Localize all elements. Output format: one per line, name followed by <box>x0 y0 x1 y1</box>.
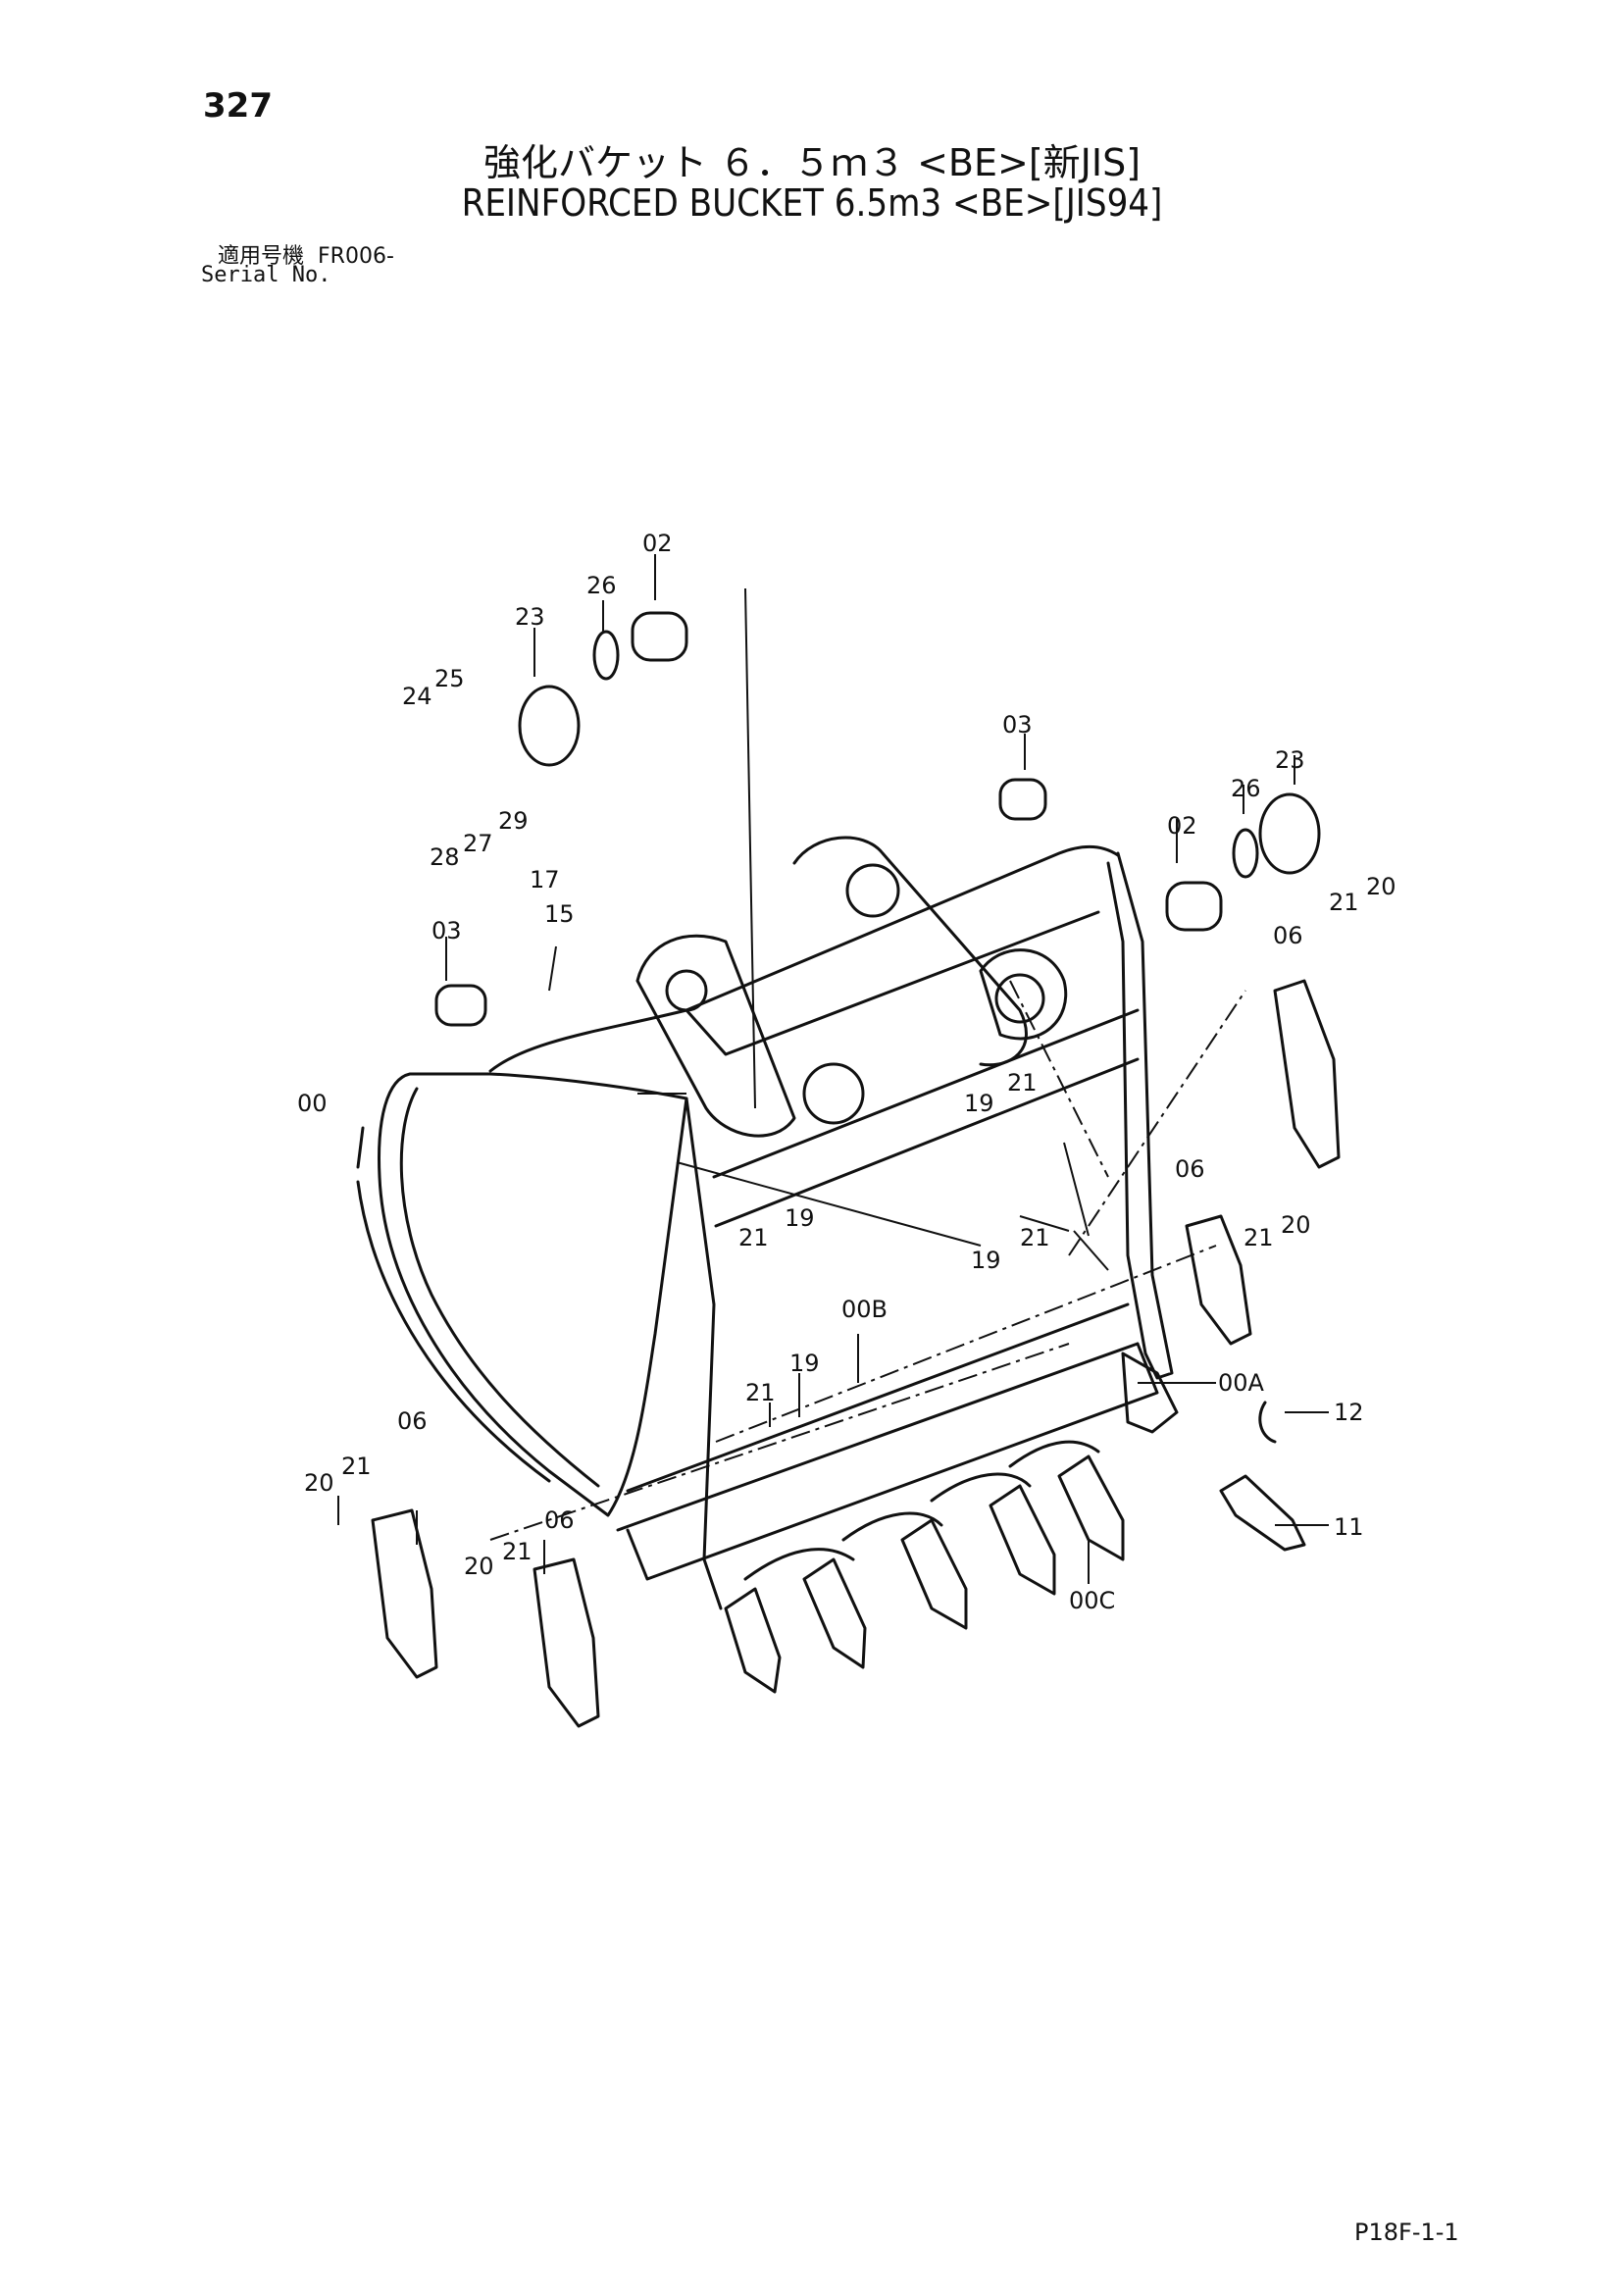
link-bracket-rear <box>792 836 1028 1067</box>
link-bore-front <box>802 1062 865 1125</box>
callout-21-lower: 21 <box>745 1379 776 1406</box>
serial-label-english: Serial No. <box>201 263 331 287</box>
callout-26-top: 26 <box>586 572 617 599</box>
callout-21-mid-right: 21 <box>1243 1224 1274 1251</box>
callout-06-lower-left: 06 <box>544 1506 575 1534</box>
callout-02-top: 02 <box>642 530 673 557</box>
callout-24: 24 <box>402 683 432 710</box>
callout-00A: 00A <box>1218 1369 1265 1397</box>
callout-19-mid: 19 <box>964 1090 994 1117</box>
side-shroud-left <box>371 1508 438 1679</box>
tooth-11 <box>1219 1474 1306 1552</box>
callout-27: 27 <box>463 830 493 857</box>
bushing-03-left <box>434 984 487 1027</box>
callout-21-left: 21 <box>738 1224 769 1251</box>
link-bore-right <box>994 973 1045 1024</box>
link-bracket-left <box>635 934 796 1138</box>
callout-06-mid-right: 06 <box>1175 1155 1205 1183</box>
serial-value: FR006- <box>318 244 394 269</box>
bucket-right-side-plate <box>1106 851 1174 1380</box>
bushing-02-left <box>631 611 688 662</box>
callout-21-upper-right: 21 <box>1329 889 1359 916</box>
link-bore-left <box>665 969 708 1012</box>
bucket-frame-left <box>712 1008 1140 1179</box>
callout-25: 25 <box>434 665 465 692</box>
bucket-front-body <box>685 1097 723 1610</box>
pin-12 <box>1258 1401 1277 1444</box>
bucket-floor-edge <box>626 1302 1130 1493</box>
callout-00C: 00C <box>1069 1587 1115 1614</box>
callout-20-left: 20 <box>304 1469 334 1497</box>
oring-26-left <box>592 630 620 681</box>
bucket-left-side-inner <box>399 1087 600 1488</box>
callout-02-right: 02 <box>1167 812 1197 840</box>
side-shroud-upper-right <box>1273 979 1341 1169</box>
side-cutter-00A <box>1121 1352 1179 1434</box>
callout-28: 28 <box>430 843 460 871</box>
bucket-floor-edge-2 <box>616 1342 1140 1532</box>
side-shroud-mid-right <box>1185 1214 1252 1346</box>
bucket-top-rim <box>488 844 1120 1073</box>
callout-03-upper: 03 <box>1002 711 1033 739</box>
callout-21-left-lower: 21 <box>341 1453 372 1480</box>
callout-23-right: 23 <box>1275 746 1305 774</box>
side-shroud-lower-left <box>533 1557 600 1728</box>
callout-17: 17 <box>530 866 560 893</box>
callout-19-lower: 19 <box>789 1350 820 1377</box>
serial-label-japanese: 適用号機 FR006- <box>218 238 394 270</box>
callout-21-mid: 21 <box>1007 1069 1038 1097</box>
callout-06-left: 06 <box>397 1407 428 1435</box>
callout-15: 15 <box>544 900 575 928</box>
bushing-02-right <box>1165 881 1223 932</box>
cover-plate-23-right <box>1258 792 1321 875</box>
callout-20-lower-left: 20 <box>464 1553 494 1580</box>
callout-12: 12 <box>1334 1399 1364 1426</box>
callout-29: 29 <box>498 807 529 835</box>
callout-21-center: 21 <box>1020 1224 1050 1251</box>
footer-code: P18F-1-1 <box>1354 2219 1459 2246</box>
callout-20-mid-right: 20 <box>1281 1211 1311 1239</box>
oring-26-right <box>1232 828 1259 879</box>
title-english: REINFORCED BUCKET 6.5m3 <BE>[JIS94] <box>461 181 1163 225</box>
title-japanese: 強化バケット ６．５ｍ３ <BE>[新JIS] <box>482 141 1142 184</box>
callout-21-lower-left: 21 <box>502 1538 533 1565</box>
cover-plate-23-left <box>518 685 581 767</box>
link-bracket-boss-right <box>979 948 1068 1041</box>
page-number: 327 <box>203 86 273 126</box>
callout-19-center: 19 <box>971 1247 1001 1274</box>
callout-00B: 00B <box>841 1296 888 1323</box>
bucket-left-side-plate <box>378 1072 688 1517</box>
serial-ja-label: 適用号機 <box>218 244 305 269</box>
bucket-left-wear-strip <box>356 1126 551 1483</box>
callout-00: 00 <box>297 1090 328 1117</box>
link-bore-rear <box>845 863 900 918</box>
tooth-row-00C <box>724 1440 1125 1694</box>
bucket-frame-mid <box>714 1057 1140 1228</box>
callout-06-upper-right: 06 <box>1273 922 1303 949</box>
callout-26-right: 26 <box>1231 775 1261 802</box>
callout-19-left: 19 <box>785 1204 815 1232</box>
callout-11: 11 <box>1334 1513 1364 1541</box>
callout-20-upper-right: 20 <box>1366 873 1396 900</box>
callout-23-top: 23 <box>515 603 545 631</box>
callout-03-left: 03 <box>431 917 462 944</box>
bushing-03-upper <box>998 778 1047 821</box>
